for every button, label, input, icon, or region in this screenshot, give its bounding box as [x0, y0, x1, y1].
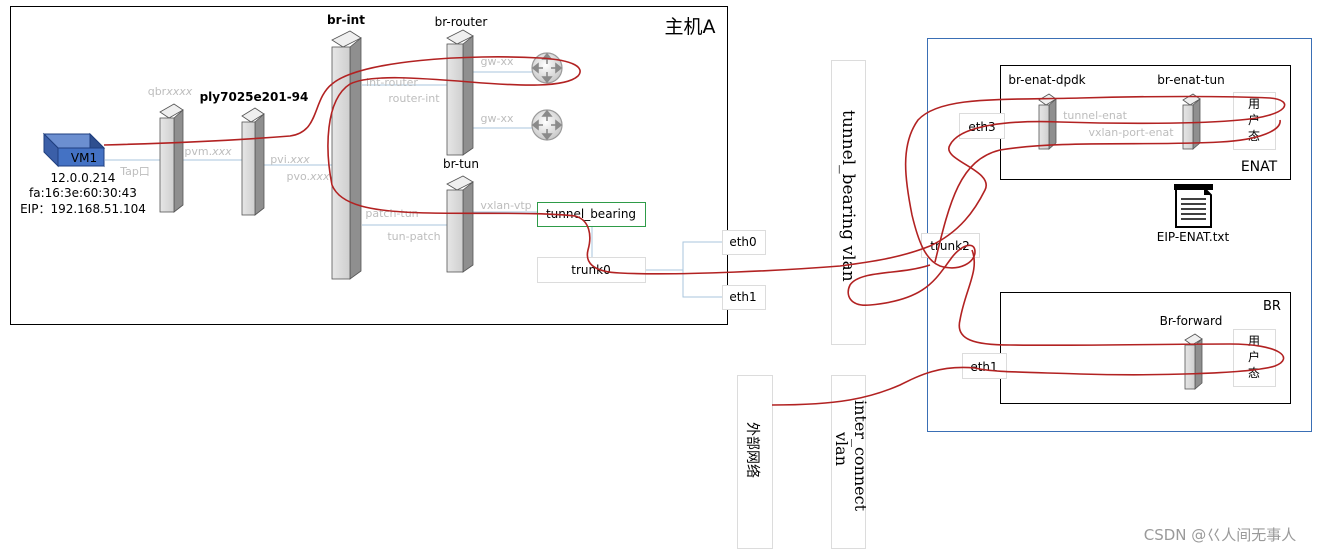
- tunnel-enat-port-label: tunnel-enat: [1063, 109, 1128, 122]
- br-enat-dpdk-label: br-enat-dpdk: [1008, 73, 1085, 87]
- inter-connect-vlan-label-1: inter_connect: [851, 400, 870, 512]
- trunk0-label: trunk0: [571, 263, 610, 277]
- br-enat-dpdk-bridge[interactable]: [1038, 93, 1057, 150]
- inter-connect-vlan-label-2: vlan: [832, 431, 851, 466]
- router-icon: [531, 52, 563, 84]
- br-user-space-char-3: 态: [1248, 366, 1260, 380]
- csdn-watermark: CSDN @巜人间无事人: [1144, 526, 1297, 544]
- qbr-label: qbrxxxx: [148, 85, 193, 98]
- ply-bridge-label: ply7025e201-94: [200, 90, 309, 104]
- vm1-mac: fa:16:3e:60:30:43: [29, 186, 137, 200]
- tunnel-bearing-vlan-label: tunnel_bearing vlan: [838, 110, 858, 282]
- document-icon: [1174, 184, 1213, 228]
- inter-connect-vlan-box: [831, 375, 866, 549]
- int-router-port-label: int-router: [366, 76, 418, 89]
- br-forward-bridge[interactable]: [1184, 333, 1203, 390]
- br-router-bridge[interactable]: [446, 29, 474, 156]
- enat-user-space-char-3: 态: [1248, 129, 1260, 143]
- tunnel-bearing-label: tunnel_bearing: [546, 207, 636, 221]
- vm1-label: VM1: [71, 151, 97, 165]
- gw-port-2-label: gw-xx: [481, 112, 514, 125]
- router-int-port-label: router-int: [388, 92, 440, 105]
- eth0-box[interactable]: [722, 230, 766, 255]
- eth1-host-box[interactable]: [722, 285, 766, 310]
- ply-bridge[interactable]: [241, 107, 265, 216]
- br-user-space-char-2: 户: [1248, 349, 1260, 364]
- br-box-label: BR: [1263, 299, 1281, 314]
- br-int-label: br-int: [327, 13, 365, 27]
- br-tun-label: br-tun: [443, 157, 479, 171]
- br-tun-bridge[interactable]: [446, 175, 474, 273]
- router-icon: [531, 109, 563, 141]
- pvi-port-label: pvi.xxx: [270, 153, 310, 166]
- vxlan-port-enat-label: vxlan-port-enat: [1088, 126, 1174, 139]
- vm1-eip: EIP：192.168.51.104: [20, 202, 146, 216]
- vm1-box[interactable]: [42, 132, 106, 168]
- eth0-label: eth0: [729, 235, 756, 249]
- pvo-port-label: pvo.xxx: [286, 170, 330, 183]
- br-forward-label: Br-forward: [1160, 314, 1223, 328]
- tun-patch-port-label: tun-patch: [387, 230, 440, 243]
- pvm-port-label: pvm.xxx: [184, 145, 232, 158]
- host-a-title: 主机A: [665, 16, 716, 38]
- external-net-label: 外部网络: [744, 422, 760, 478]
- trunk0-box[interactable]: [537, 257, 646, 283]
- br-int-bridge[interactable]: [331, 30, 362, 280]
- br-enat-tun-label: br-enat-tun: [1157, 73, 1224, 87]
- external-net-box: [737, 375, 773, 549]
- gw-port-1-label: gw-xx: [481, 55, 514, 68]
- traffic-path: [103, 56, 1286, 406]
- vm1-ip: 12.0.0.214: [51, 171, 116, 185]
- enat-user-space-char-1: 用: [1248, 97, 1260, 111]
- qbr-bridge[interactable]: [159, 103, 184, 213]
- enat-user-space-char-2: 户: [1248, 112, 1260, 127]
- eth1-enat-label: eth1: [970, 360, 997, 374]
- br-user-space-box: [1233, 329, 1276, 387]
- br-enat-tun-bridge[interactable]: [1182, 93, 1201, 150]
- vxlan-vtp-port-label: vxlan-vtp: [480, 199, 531, 212]
- enat-box-label: ENAT: [1241, 159, 1278, 175]
- eth1-host-label: eth1: [729, 290, 756, 304]
- eth3-box[interactable]: [959, 113, 1005, 139]
- eip-enat-file-label: EIP-ENAT.txt: [1157, 230, 1230, 244]
- tap-port-label: Tap口: [119, 165, 150, 178]
- br-router-label: br-router: [435, 15, 488, 29]
- eth1-enat-box[interactable]: [962, 353, 1007, 379]
